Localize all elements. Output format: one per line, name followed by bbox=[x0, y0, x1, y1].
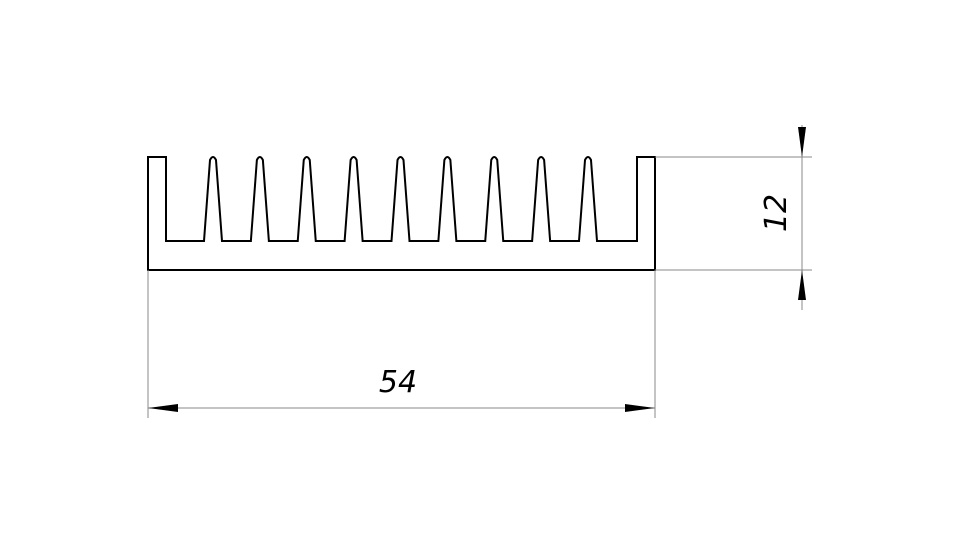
heatsink-profile-outline bbox=[147, 156, 656, 271]
width-dimension-label: 54 bbox=[379, 365, 417, 400]
height-arrow-bottom bbox=[798, 270, 806, 300]
width-arrow-right bbox=[625, 404, 655, 412]
height-arrow-top bbox=[798, 127, 806, 157]
width-arrow-left bbox=[148, 404, 178, 412]
height-dimension-label: 12 bbox=[759, 194, 794, 232]
